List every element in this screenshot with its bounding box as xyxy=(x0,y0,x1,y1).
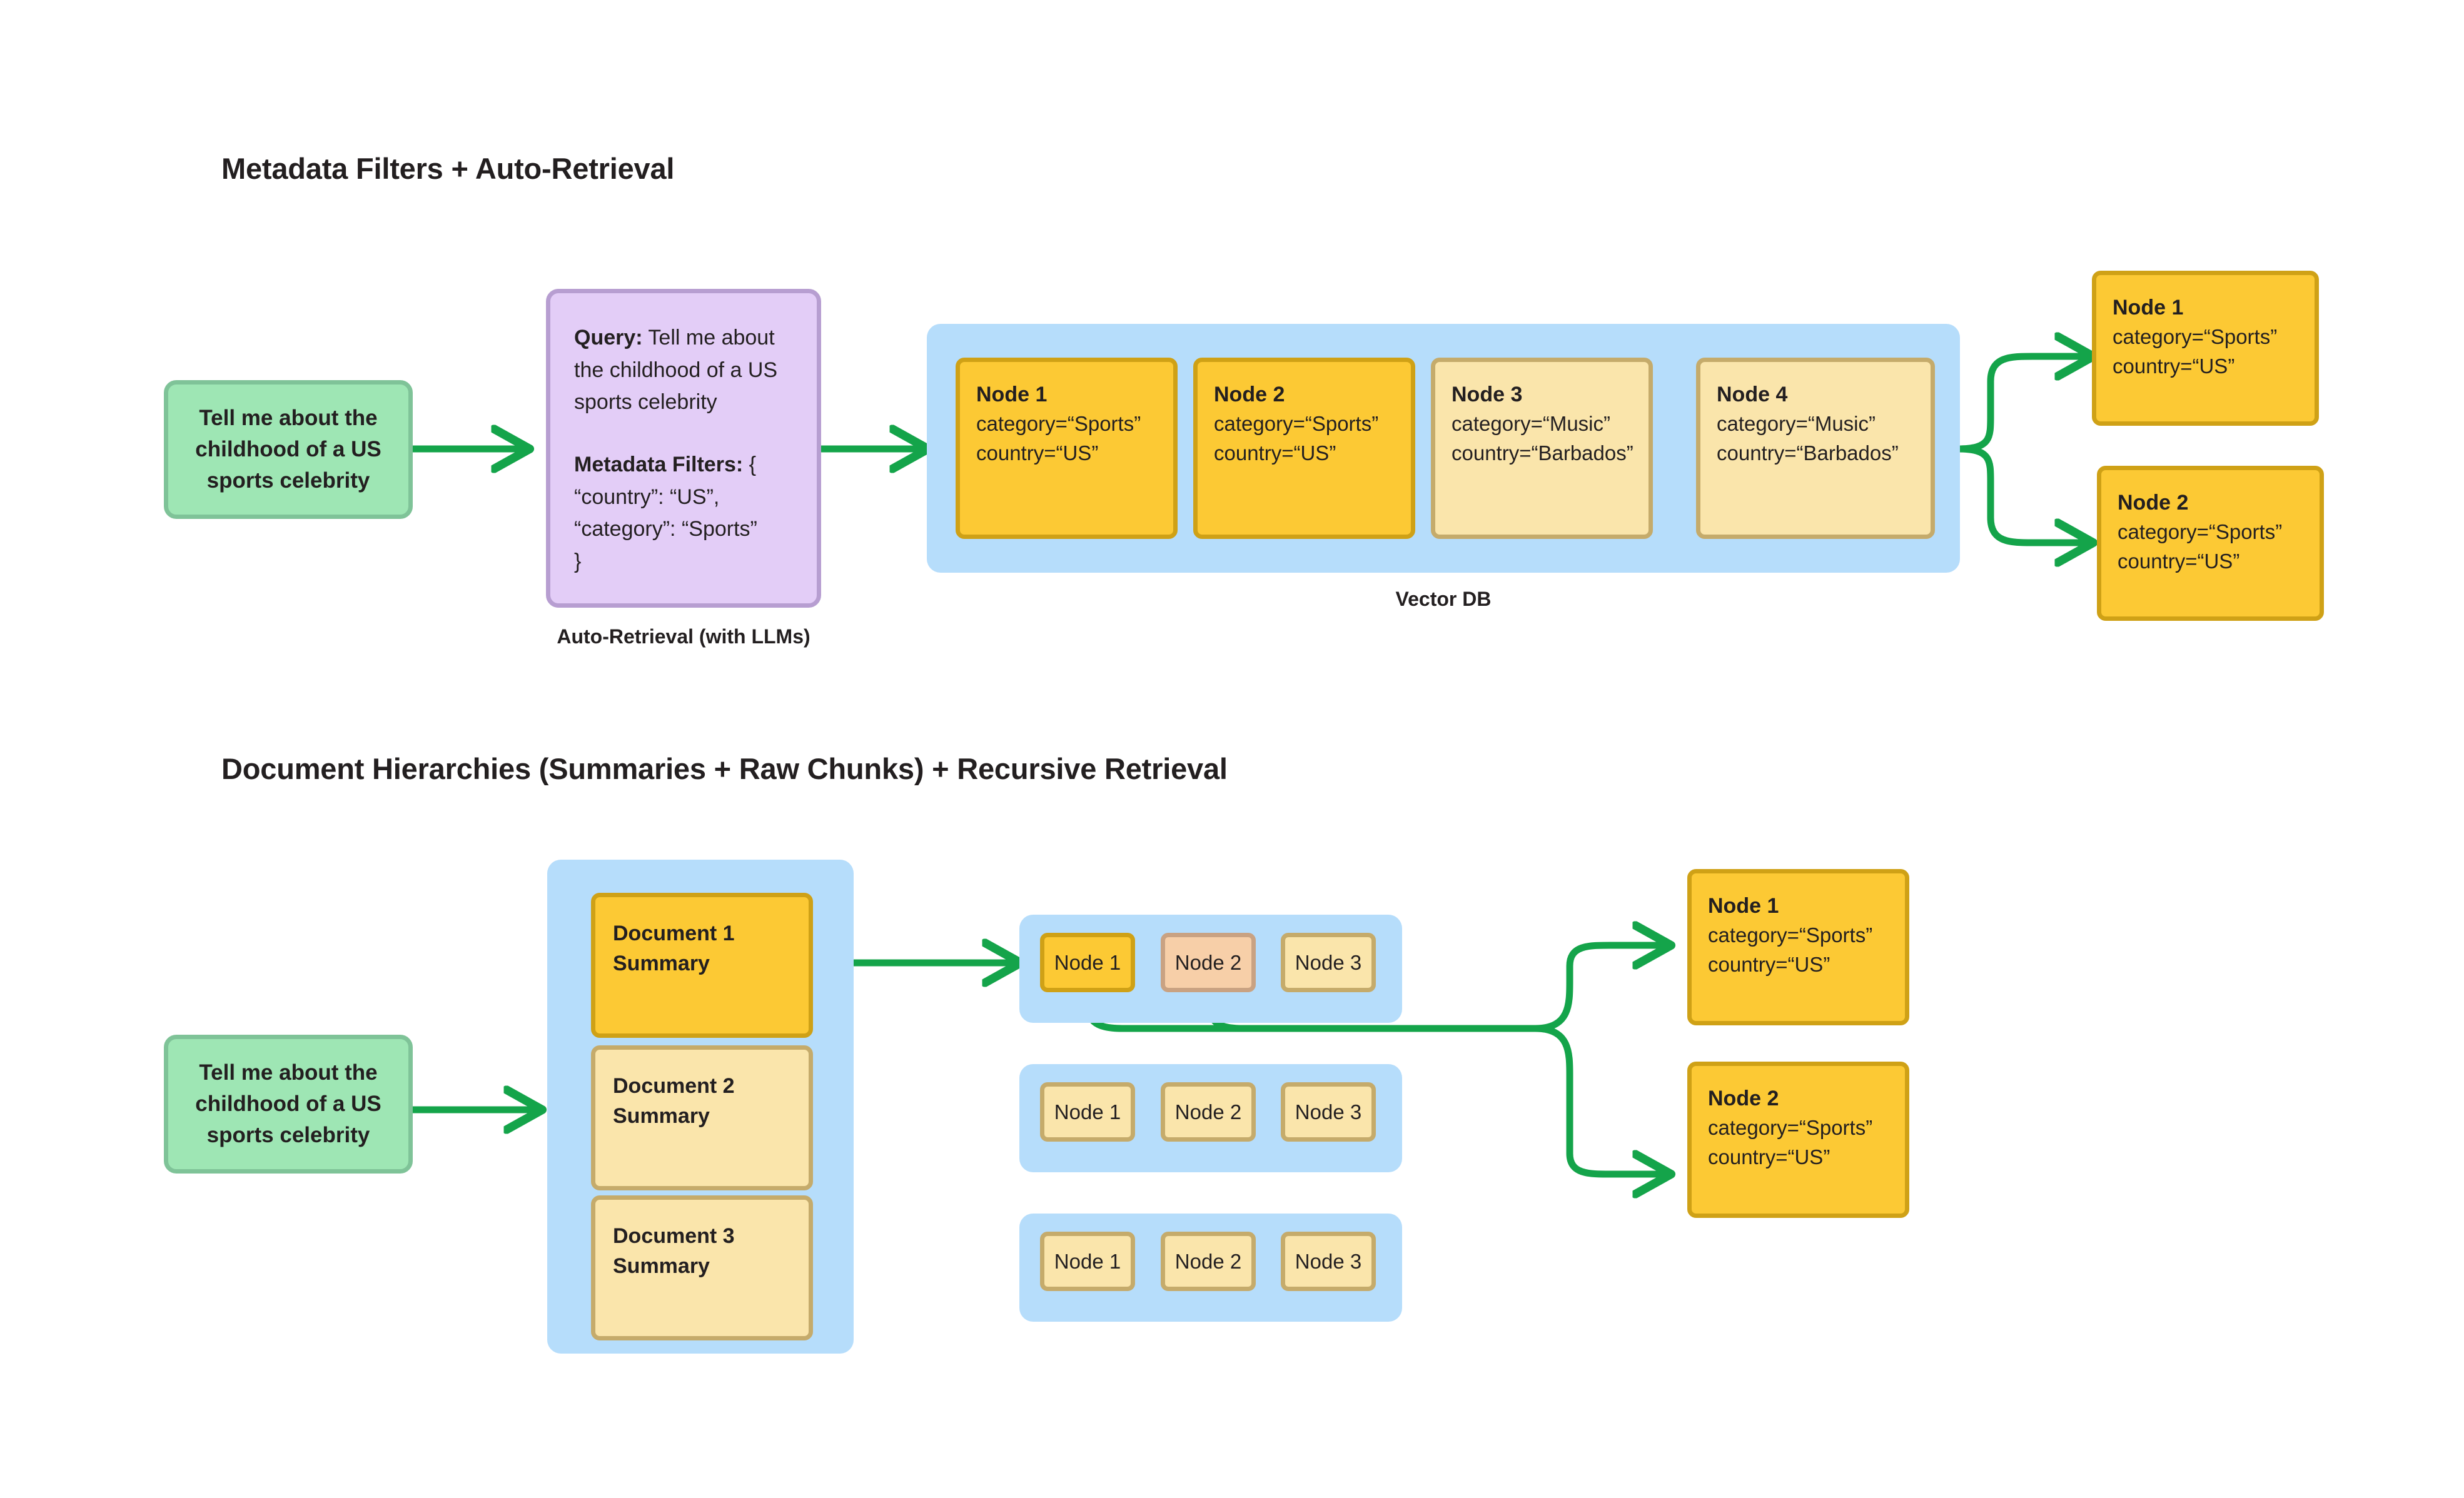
arrow-chunks-to-result-2 xyxy=(1535,1025,1670,1174)
chunk-row-3-node-1: Node 1 xyxy=(1040,1232,1135,1291)
document-sublabel: Summary xyxy=(613,1104,710,1129)
document-label: Document 3 xyxy=(613,1224,735,1248)
node-country: country=“US” xyxy=(1708,953,1830,977)
chunk-row-1-node-2: Node 2 xyxy=(1161,933,1256,992)
result-node-2-top: Node 2 category=“Sports” country=“US” xyxy=(2097,466,2324,621)
metadata-filters-label: Metadata Filters: xyxy=(574,453,744,477)
node-title: Node 2 xyxy=(1214,383,1285,406)
filter-entry-country: “country”: “US”, xyxy=(574,485,720,509)
query-label: Query: xyxy=(574,326,643,349)
document-sublabel: Summary xyxy=(613,952,710,976)
document-label: Document 1 xyxy=(613,922,735,945)
node-category: category=“Sports” xyxy=(1708,1116,1873,1140)
node-category: category=“Sports” xyxy=(976,412,1141,436)
document-label: Document 2 xyxy=(613,1074,735,1098)
node-title: Node 1 xyxy=(2113,296,2184,319)
node-title: Node 2 xyxy=(2118,491,2189,515)
auto-retrieval-caption: Auto-Retrieval (with LLMs) xyxy=(557,625,810,648)
chunk-row-1-node-3: Node 3 xyxy=(1281,933,1376,992)
node-category: category=“Sports” xyxy=(2118,520,2283,544)
document-summary-1: Document 1 Summary xyxy=(591,893,813,1038)
document-sublabel: Summary xyxy=(613,1254,710,1279)
node-category: category=“Sports” xyxy=(1708,923,1873,947)
arrow-vectordb-to-result-2 xyxy=(1957,445,2092,543)
result-node-1-top: Node 1 category=“Sports” country=“US” xyxy=(2092,271,2319,426)
arrow-chunks-to-result-1 xyxy=(1535,945,1670,1032)
node-country: country=“Barbados” xyxy=(1717,441,1899,465)
vectordb-node-4: Node 4 category=“Music” country=“Barbado… xyxy=(1696,358,1935,539)
chunk-row-2-node-3: Node 3 xyxy=(1281,1082,1376,1142)
node-category: category=“Music” xyxy=(1452,412,1610,436)
node-category: category=“Music” xyxy=(1717,412,1876,436)
node-country: country=“US” xyxy=(2113,354,2235,378)
node-title: Node 3 xyxy=(1452,383,1523,406)
auto-retrieval-box: Query: Tell me about the childhood of a … xyxy=(546,289,821,608)
node-title: Node 1 xyxy=(1708,894,1779,918)
filters-close-brace: } xyxy=(574,550,582,574)
query-line: Query: Tell me about the childhood of a … xyxy=(574,322,793,419)
query-input-box-bottom: Tell me about the childhood of a US spor… xyxy=(164,1035,413,1174)
node-category: category=“Sports” xyxy=(2113,325,2278,349)
node-title: Node 1 xyxy=(976,383,1048,406)
filters-line: Metadata Filters: { xyxy=(574,449,793,481)
node-title: Node 4 xyxy=(1717,383,1788,406)
node-country: country=“US” xyxy=(1708,1145,1830,1169)
section-title-metadata-filters: Metadata Filters + Auto-Retrieval xyxy=(221,152,675,185)
chunk-row-2-node-2: Node 2 xyxy=(1161,1082,1256,1142)
filter-entry-category: “category”: “Sports” xyxy=(574,517,757,541)
node-country: country=“Barbados” xyxy=(1452,441,1633,465)
result-node-1-bottom: Node 1 category=“Sports” country=“US” xyxy=(1687,869,1909,1025)
document-summary-3: Document 3 Summary xyxy=(591,1195,813,1340)
section-title-document-hierarchies: Document Hierarchies (Summaries + Raw Ch… xyxy=(221,752,1228,785)
vectordb-node-1: Node 1 category=“Sports” country=“US” xyxy=(956,358,1178,539)
query-value: Tell me about the childhood of a US spor… xyxy=(574,326,778,415)
result-node-2-bottom: Node 2 category=“Sports” country=“US” xyxy=(1687,1062,1909,1218)
node-country: country=“US” xyxy=(1214,441,1336,465)
filters-open-brace: { xyxy=(743,453,756,477)
query-input-box-top: Tell me about the childhood of a US spor… xyxy=(164,380,413,519)
chunk-row-3-node-3: Node 3 xyxy=(1281,1232,1376,1291)
chunk-row-1-node-1: Node 1 xyxy=(1040,933,1135,992)
vector-db-caption: Vector DB xyxy=(1395,588,1492,610)
node-title: Node 2 xyxy=(1708,1087,1779,1110)
document-summary-2: Document 2 Summary xyxy=(591,1045,813,1190)
vectordb-node-3: Node 3 category=“Music” country=“Barbado… xyxy=(1431,358,1653,539)
query-text: Tell me about the childhood of a US spor… xyxy=(195,406,381,493)
chunk-row-2-node-1: Node 1 xyxy=(1040,1082,1135,1142)
vectordb-node-2: Node 2 category=“Sports” country=“US” xyxy=(1193,358,1415,539)
query-text: Tell me about the childhood of a US spor… xyxy=(195,1060,381,1147)
chunk-row-3-node-2: Node 2 xyxy=(1161,1232,1256,1291)
spacer xyxy=(574,419,793,449)
node-country: country=“US” xyxy=(976,441,1099,465)
arrow-vectordb-to-result-1 xyxy=(1957,356,2092,453)
node-country: country=“US” xyxy=(2118,550,2240,573)
node-category: category=“Sports” xyxy=(1214,412,1379,436)
